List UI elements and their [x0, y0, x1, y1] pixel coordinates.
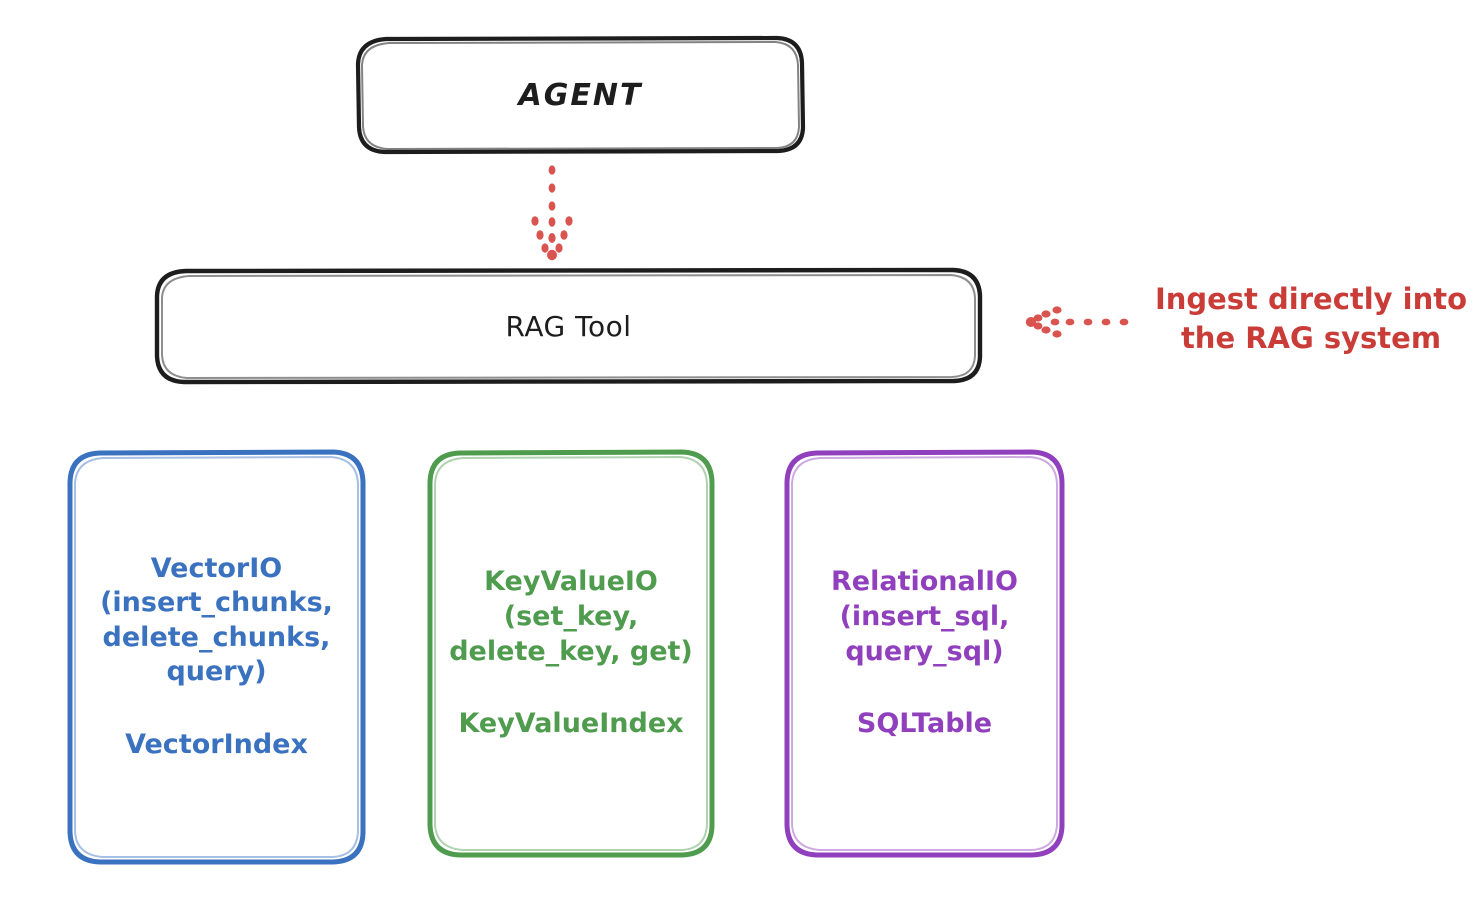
relational-store-box[interactable]	[784, 449, 1065, 858]
ingest-to-rag-connector	[1025, 306, 1129, 338]
agent-box[interactable]	[355, 35, 806, 155]
vector-store-box[interactable]	[67, 449, 366, 865]
keyvalue-store-box[interactable]	[427, 449, 715, 858]
rag-tool-box[interactable]	[154, 267, 983, 385]
agent-to-rag-connector	[531, 165, 573, 261]
